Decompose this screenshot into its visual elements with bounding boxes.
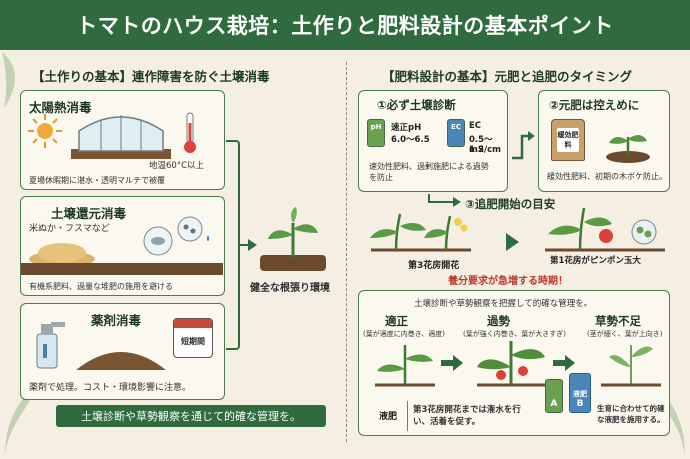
growth-management-card: 土壌診断や草勢観察を把握して的確な管理を。 適正 (葉が適度に内巻き、適度) 過… — [358, 290, 670, 436]
healthy-plant-icon — [260, 207, 326, 271]
right-section-heading: 【肥料設計の基本】元肥と追肥のタイミング — [382, 69, 633, 84]
bottle-b-icon: 液肥 B — [569, 373, 591, 413]
weak-desc: (茎が細く、葉が上向き) — [587, 330, 663, 338]
manage-intro: 土壌診断や草勢観察を把握して的確な管理を。 — [414, 299, 593, 309]
chemical-disinfection-card: 薬剤消毒 短期間 薬剤で処理。コスト・環境影響に注意。 — [20, 303, 225, 400]
left-section-heading: 【土作りの基本】連作障害を防ぐ土壌消毒 — [32, 69, 270, 84]
calendar-icon: 短期間 — [173, 318, 213, 358]
bottle-a-label: A — [550, 399, 558, 409]
excess-desc: (葉が強く内巻き、葉が大きすぎ) — [463, 330, 566, 338]
calendar-badge: 短期間 — [181, 337, 205, 346]
chemical-desc: 薬剤で処理。コスト・環境影響に注意。 — [29, 383, 192, 393]
reduction-title: 土壌還元消毒 — [51, 206, 127, 221]
down-arrow-icon — [428, 194, 461, 207]
result-arrow — [248, 239, 257, 251]
bag-label: 緩効肥料 — [557, 128, 579, 152]
soil-reduction-card: 土壌還元消毒 米ぬか・フスマなど 有機系肥料、過量な堆肥の施用を避ける — [20, 196, 225, 296]
reduction-desc: 有機系肥料、過量な堆肥の施用を避ける — [29, 282, 173, 291]
step-arrow-icon — [512, 131, 535, 160]
leaf-decoration-icon — [5, 385, 35, 455]
chemical-title: 薬剤消毒 — [91, 313, 142, 328]
ec-value: 0.5〜1.2 — [469, 135, 493, 155]
leaf-decoration-icon — [2, 52, 16, 108]
proper-title: 適正 — [385, 314, 408, 328]
seedling-icon — [606, 135, 650, 163]
ph-meter-icon: pH — [367, 119, 385, 147]
thermometer-icon — [184, 112, 196, 153]
bracket-connector — [240, 244, 250, 246]
step2-title: ②元肥は控えめに — [549, 98, 640, 112]
spray-bottle-icon — [36, 322, 65, 369]
left-bracket — [226, 140, 240, 350]
soil-strip — [21, 263, 223, 275]
result-label: 健全な根張り環境 — [250, 283, 330, 294]
bottle-b-label: B — [576, 399, 584, 409]
stage-arrow — [506, 233, 519, 251]
fruiting-plant-icon — [545, 207, 665, 252]
page-title: トマトのハウス栽培：土作りと肥料設計の基本ポイント — [0, 0, 690, 50]
bottle-a-icon: A — [545, 379, 563, 413]
water-note-divider — [407, 401, 408, 431]
soil-test-card: ①必ず土壌診断 pH 速正pH 6.0〜6.5 EC EC 0.5〜1.2 mS… — [358, 90, 508, 192]
soil-mound-icon — [76, 352, 166, 370]
excess-plant-icon — [477, 341, 545, 387]
arrow-right-icon — [553, 355, 575, 371]
solar-title: 太陽熱消毒 — [29, 100, 92, 115]
fruit-stage-label: 第1花房がピンポン玉大 — [550, 256, 641, 266]
step1-title: ①必ず土壌診断 — [377, 98, 456, 112]
alert-text: 養分要求が急増する時期！ — [448, 276, 568, 287]
center-divider — [346, 62, 347, 442]
flowering-plant-icon — [370, 213, 471, 252]
flower-stage-label: 第3花房開花 — [408, 261, 460, 271]
ec-label: EC — [469, 121, 482, 131]
weak-note: 生育に合わせて的確な液肥を施用する。 — [597, 404, 665, 424]
step2-desc: 緩効性肥料、初期の木ボケ防止。 — [547, 172, 667, 181]
solar-desc: 夏場休暇期に湛水・透明マルチで被覆 — [29, 176, 165, 185]
step1-desc: 速効性肥料、過剰施肥による過勢を防止 — [369, 162, 489, 182]
proper-plant-icon — [375, 345, 435, 387]
liquid-fertilizer-label: 液肥 — [379, 412, 398, 422]
solar-disinfection-card: 太陽熱消毒 地温60°C以上 夏場休暇期に湛水・透明マルチで被覆 — [20, 90, 225, 190]
ec-unit: mS/cm — [469, 145, 501, 155]
bottle-b-text: 液肥 — [573, 390, 587, 398]
solar-temp: 地温60°C以上 — [149, 161, 205, 171]
ph-label: 速正pH — [391, 123, 422, 133]
sun-icon — [28, 114, 62, 148]
step3-title: ③追肥開始の目安 — [465, 197, 556, 211]
left-banner: 土壌診断や草勢観察を通じて的確な管理を。 — [56, 405, 326, 427]
arrow-right-icon — [441, 355, 463, 371]
microbe-icon — [143, 216, 210, 256]
weak-plant-icon — [601, 345, 661, 387]
ph-value: 6.0〜6.5 — [391, 135, 430, 145]
excess-title: 過勢 — [487, 314, 510, 328]
water-note: 第3花房開花までは潅水を行い、活着を促す。 — [413, 405, 521, 427]
greenhouse-icon — [71, 115, 171, 159]
reduction-material: 米ぬか・フスマなど — [29, 224, 110, 234]
fertilizer-bag-icon: 緩効肥料 — [551, 119, 585, 161]
weak-title: 草勢不足 — [595, 314, 641, 328]
proper-desc: (葉が適度に内巻き、適度) — [363, 330, 445, 338]
base-fertilizer-card: ②元肥は控えめに 緩効肥料 緩効性肥料、初期の木ボケ防止。 — [538, 90, 670, 192]
ec-meter-icon: EC — [447, 119, 465, 147]
